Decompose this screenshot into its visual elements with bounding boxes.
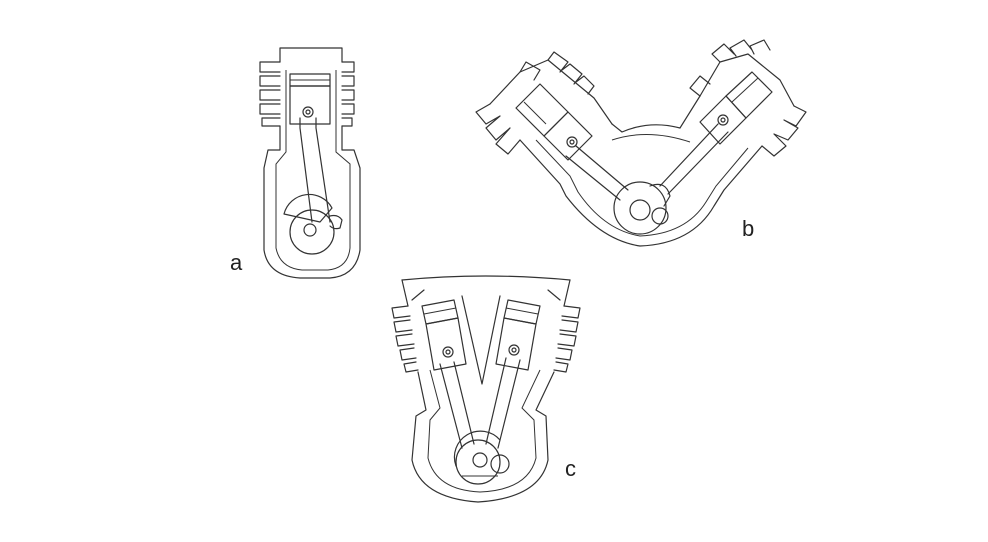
engine-c-cooling-fins-right <box>553 305 581 373</box>
label-a: a <box>230 250 243 275</box>
engine-a-piston <box>289 73 331 125</box>
engine-b-crankcase <box>519 95 763 247</box>
engine-c-connecting-rods <box>439 357 521 449</box>
engine-b-connecting-rods <box>565 123 729 201</box>
engine-a-connecting-rod <box>299 117 331 223</box>
engine-a-crankcase <box>263 70 361 279</box>
engine-c-right-piston <box>495 299 541 371</box>
engine-c-cooling-fins-left <box>391 305 419 373</box>
engine-c-v-twin-narrow <box>391 275 581 503</box>
engine-c-crankcase <box>411 369 555 503</box>
engine-b-left-piston <box>515 83 593 161</box>
engine-b-cylinder-left <box>475 51 613 161</box>
engine-a-crankshaft <box>283 193 343 255</box>
engine-a-single-cylinder <box>259 47 361 279</box>
label-b: b <box>742 216 755 241</box>
engine-c-block-top <box>401 275 571 307</box>
engine-a-head <box>279 47 343 63</box>
engine-a-cooling-fins-left <box>259 61 281 127</box>
engine-b-crankshaft <box>613 181 671 235</box>
engine-b-cylinder-right <box>689 39 807 157</box>
engine-c-crankshaft <box>453 430 510 485</box>
engine-c-left-piston <box>421 299 467 371</box>
engine-b-right-piston <box>699 71 773 145</box>
engine-b-v-twin-wide <box>475 39 807 247</box>
engine-a-cooling-fins-right <box>341 61 355 127</box>
engine-c-v-divider <box>461 295 501 385</box>
label-c: c <box>565 456 576 481</box>
